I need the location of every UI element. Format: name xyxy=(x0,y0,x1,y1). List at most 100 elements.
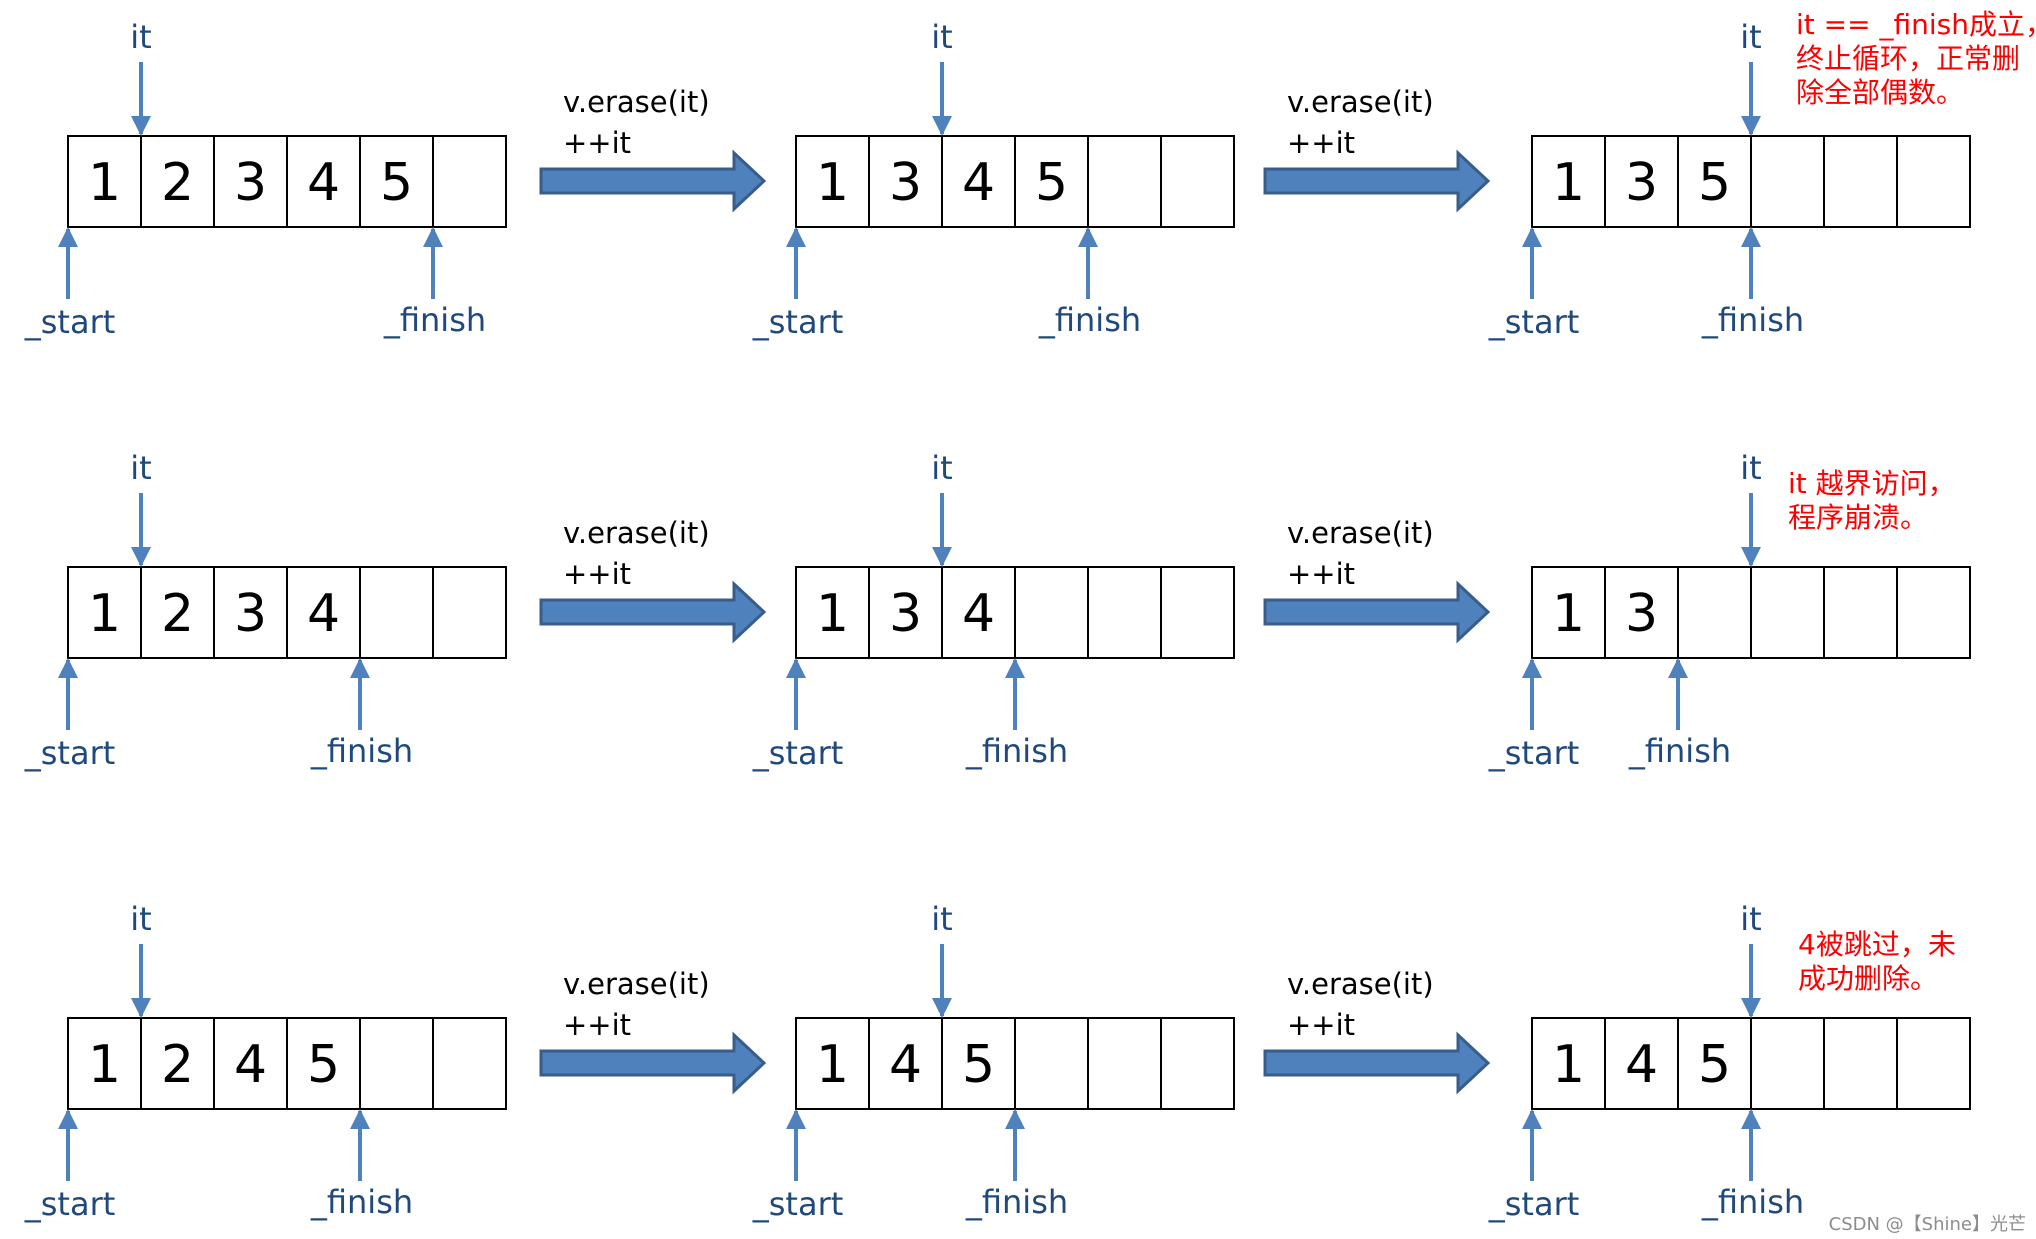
cell-value: 1 xyxy=(88,1035,121,1095)
start-label: _start xyxy=(752,1185,844,1223)
vector-cell xyxy=(941,1017,1016,1110)
vector-cell xyxy=(1014,566,1089,659)
vector-cell xyxy=(1087,1017,1162,1110)
transition-arrow: v.erase(it)++it xyxy=(539,967,767,1095)
increment-caption: ++it xyxy=(1287,126,1355,160)
vector-cell xyxy=(1531,566,1606,659)
vector-cell xyxy=(1531,135,1606,228)
erase-caption: v.erase(it) xyxy=(1287,85,1434,119)
vector-cell xyxy=(213,1017,288,1110)
vector-cell xyxy=(1014,1017,1089,1110)
start-label: _start xyxy=(24,734,116,772)
vector-cell xyxy=(359,566,434,659)
finish-label: _finish xyxy=(383,301,486,339)
cell-value: 3 xyxy=(234,584,267,644)
vector-cell xyxy=(795,566,870,659)
vector-cell xyxy=(1677,566,1752,659)
cell-value: 4 xyxy=(962,584,995,644)
vector-cell xyxy=(1896,1017,1971,1110)
big-arrow-shape xyxy=(539,580,767,644)
cell-value: 1 xyxy=(816,584,849,644)
note-line: it == _finish成立， xyxy=(1796,8,2036,41)
vector-cell xyxy=(1896,566,1971,659)
cell-value: 5 xyxy=(962,1035,995,1095)
vector-cell xyxy=(1677,1017,1752,1110)
start-label: _start xyxy=(24,303,116,341)
cell-value: 4 xyxy=(962,153,995,213)
vector-cell xyxy=(795,1017,870,1110)
cell-value: 3 xyxy=(234,153,267,213)
cell-value: 1 xyxy=(816,153,849,213)
erase-caption: v.erase(it) xyxy=(1287,967,1434,1001)
it-label: it xyxy=(130,449,151,487)
finish-label: _finish xyxy=(310,732,413,770)
vector-cell xyxy=(140,566,215,659)
vector-cell xyxy=(1823,566,1898,659)
finish-label: _finish xyxy=(1038,301,1141,339)
vector-cell xyxy=(1160,135,1235,228)
vector-cell xyxy=(1014,135,1089,228)
transition-arrow: v.erase(it)++it xyxy=(539,516,767,644)
cell-value: 5 xyxy=(1698,1035,1731,1095)
start-label: _start xyxy=(1488,734,1580,772)
cell-value: 5 xyxy=(1698,153,1731,213)
vector-cell xyxy=(140,135,215,228)
vector-cell xyxy=(359,1017,434,1110)
it-label: it xyxy=(931,449,952,487)
transition-arrow: v.erase(it)++it xyxy=(1263,516,1491,644)
vector-cell xyxy=(1750,566,1825,659)
note-line: 程序崩溃。 xyxy=(1788,501,1928,534)
vector-cell xyxy=(868,566,943,659)
cell-value: 1 xyxy=(88,584,121,644)
it-label: it xyxy=(130,18,151,56)
cell-value: 3 xyxy=(1625,584,1658,644)
vector-cell xyxy=(359,135,434,228)
note-line: 4被跳过，未 xyxy=(1798,928,1956,961)
vector-cell xyxy=(795,135,870,228)
cell-value: 2 xyxy=(161,153,194,213)
erase-caption: v.erase(it) xyxy=(563,85,710,119)
vector-cell xyxy=(67,1017,142,1110)
note-line: 成功删除。 xyxy=(1798,962,1938,995)
increment-caption: ++it xyxy=(1287,557,1355,591)
vector-cell xyxy=(1160,566,1235,659)
finish-label: _finish xyxy=(965,732,1068,770)
vector-cell xyxy=(286,566,361,659)
result-note: it 越界访问，程序崩溃。 xyxy=(1788,467,1956,534)
increment-caption: ++it xyxy=(563,1008,631,1042)
vector-cell xyxy=(1531,1017,1606,1110)
cell-value: 4 xyxy=(889,1035,922,1095)
finish-label: _finish xyxy=(1701,1183,1804,1221)
cell-value: 1 xyxy=(816,1035,849,1095)
cell-value: 3 xyxy=(889,153,922,213)
vector-cell xyxy=(67,135,142,228)
cell-value: 4 xyxy=(307,153,340,213)
start-label: _start xyxy=(1488,303,1580,341)
vector-cell xyxy=(432,135,507,228)
big-arrow-shape xyxy=(539,1031,767,1095)
vector-cell xyxy=(941,135,1016,228)
finish-label: _finish xyxy=(965,1183,1068,1221)
cell-value: 2 xyxy=(161,1035,194,1095)
it-label: it xyxy=(1740,900,1761,938)
it-label: it xyxy=(1740,18,1761,56)
it-label: it xyxy=(931,18,952,56)
cell-value: 1 xyxy=(1552,153,1585,213)
cell-value: 2 xyxy=(161,584,194,644)
cell-value: 5 xyxy=(380,153,413,213)
vector-cell xyxy=(1087,566,1162,659)
increment-caption: ++it xyxy=(563,557,631,591)
vector-cell xyxy=(286,1017,361,1110)
cell-value: 1 xyxy=(1552,1035,1585,1095)
